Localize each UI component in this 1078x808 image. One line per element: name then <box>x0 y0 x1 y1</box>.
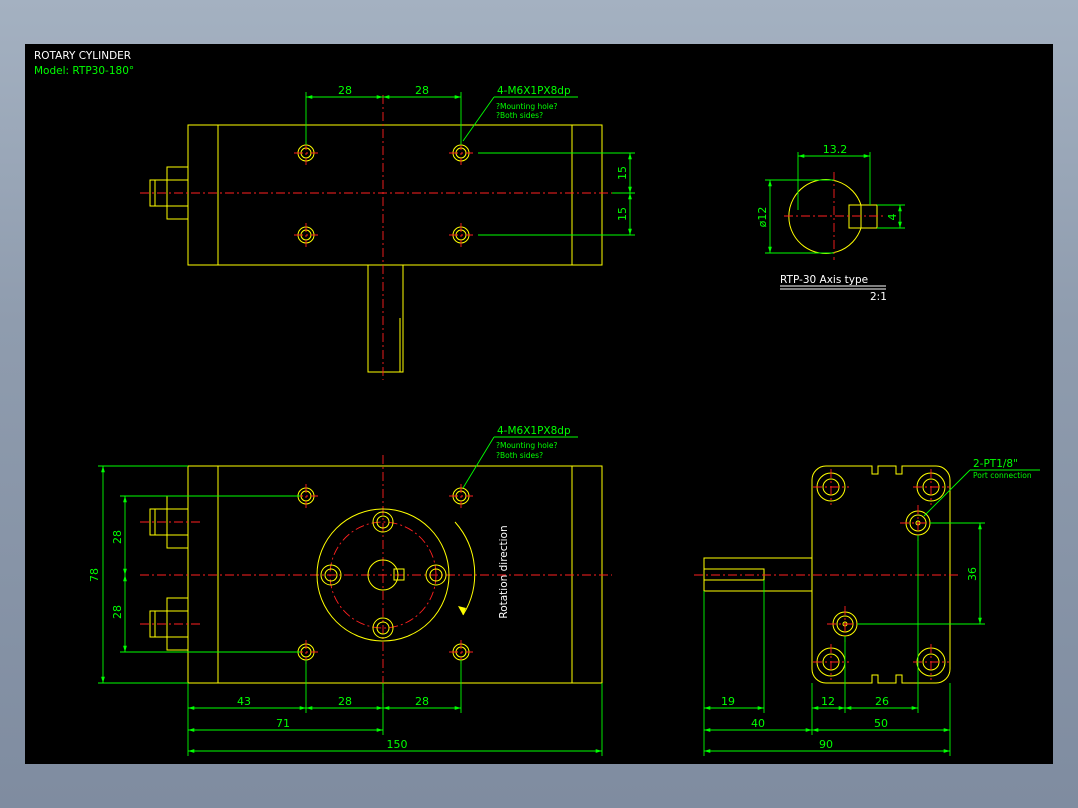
top-body-outline <box>187 124 603 266</box>
title-line2: Model: RTP30-180° <box>34 65 134 77</box>
side-dim-40: 40 <box>751 717 765 730</box>
axis-shaft-profile <box>788 179 862 254</box>
title-line1: ROTARY CYLINDER <box>34 50 131 62</box>
side-view: 2-PT1/8" Port connection 36 19 12 26 40 … <box>694 458 1040 756</box>
axis-scale: 2:1 <box>870 291 887 303</box>
top-callout-sub1: ?Mounting hole? <box>496 102 558 111</box>
top-dim-left: 28 <box>338 84 352 97</box>
axis-dim-dia: ø12 <box>756 207 769 228</box>
side-dim-19: 19 <box>721 695 735 708</box>
port-callout-main: 2-PT1/8" <box>973 458 1018 470</box>
front-dim-28b: 28 <box>415 695 429 708</box>
cad-drawing: ROTARY CYLINDER Model: RTP30-180° <box>34 50 1040 756</box>
front-dim-height: 78 <box>88 568 101 582</box>
side-body-outline <box>811 465 951 684</box>
top-dim-v1: 15 <box>616 166 629 180</box>
rotation-arrow <box>454 521 476 616</box>
rotary-table <box>316 508 450 642</box>
axis-dim-key: 4 <box>886 214 899 221</box>
front-dim-h-lower: 28 <box>111 605 124 619</box>
top-shaft <box>367 264 404 373</box>
side-ports <box>827 505 936 642</box>
port-callout-sub: Port connection <box>973 471 1032 480</box>
side-dim-26: 26 <box>875 695 889 708</box>
front-dim-43: 43 <box>237 695 251 708</box>
front-dim-71: 71 <box>276 717 290 730</box>
side-dim-36: 36 <box>966 567 979 581</box>
top-dimensions: 28 28 4-M6X1PX8dp ?Mounting hole? ?Both … <box>305 84 635 236</box>
side-dim-50: 50 <box>874 717 888 730</box>
side-dim-90: 90 <box>819 738 833 751</box>
rotation-label: Rotation direction <box>498 525 510 618</box>
front-dim-150: 150 <box>387 738 408 751</box>
front-dim-h-upper: 28 <box>111 530 124 544</box>
side-mounting-holes <box>813 469 949 680</box>
drawing-canvas[interactable]: ROTARY CYLINDER Model: RTP30-180° <box>25 44 1053 764</box>
top-mounting-holes <box>294 141 473 247</box>
top-callout-main: 4-M6X1PX8dp <box>497 85 571 97</box>
front-callout-sub2: ?Both sides? <box>496 451 543 460</box>
top-callout-sub2: ?Both sides? <box>496 111 543 120</box>
axis-dim-width: 13.2 <box>823 143 848 156</box>
front-callout-main: 4-M6X1PX8dp <box>497 425 571 437</box>
side-shaft <box>703 557 813 592</box>
front-body-outline <box>187 465 603 684</box>
axis-detail: 13.2 ø12 4 RTP-30 Axis type 2:1 <box>756 143 905 303</box>
front-callout-sub1: ?Mounting hole? <box>496 441 558 450</box>
axis-label: RTP-30 Axis type <box>780 274 868 286</box>
top-view: 28 28 4-M6X1PX8dp ?Mounting hole? ?Both … <box>140 84 635 380</box>
front-view: Rotation direction 4-M6X1PX8dp ?Mounting… <box>88 425 612 756</box>
side-dim-12: 12 <box>821 695 835 708</box>
front-dim-28a: 28 <box>338 695 352 708</box>
top-dim-right: 28 <box>415 84 429 97</box>
axis-key <box>848 204 878 229</box>
top-dim-v2: 15 <box>616 207 629 221</box>
